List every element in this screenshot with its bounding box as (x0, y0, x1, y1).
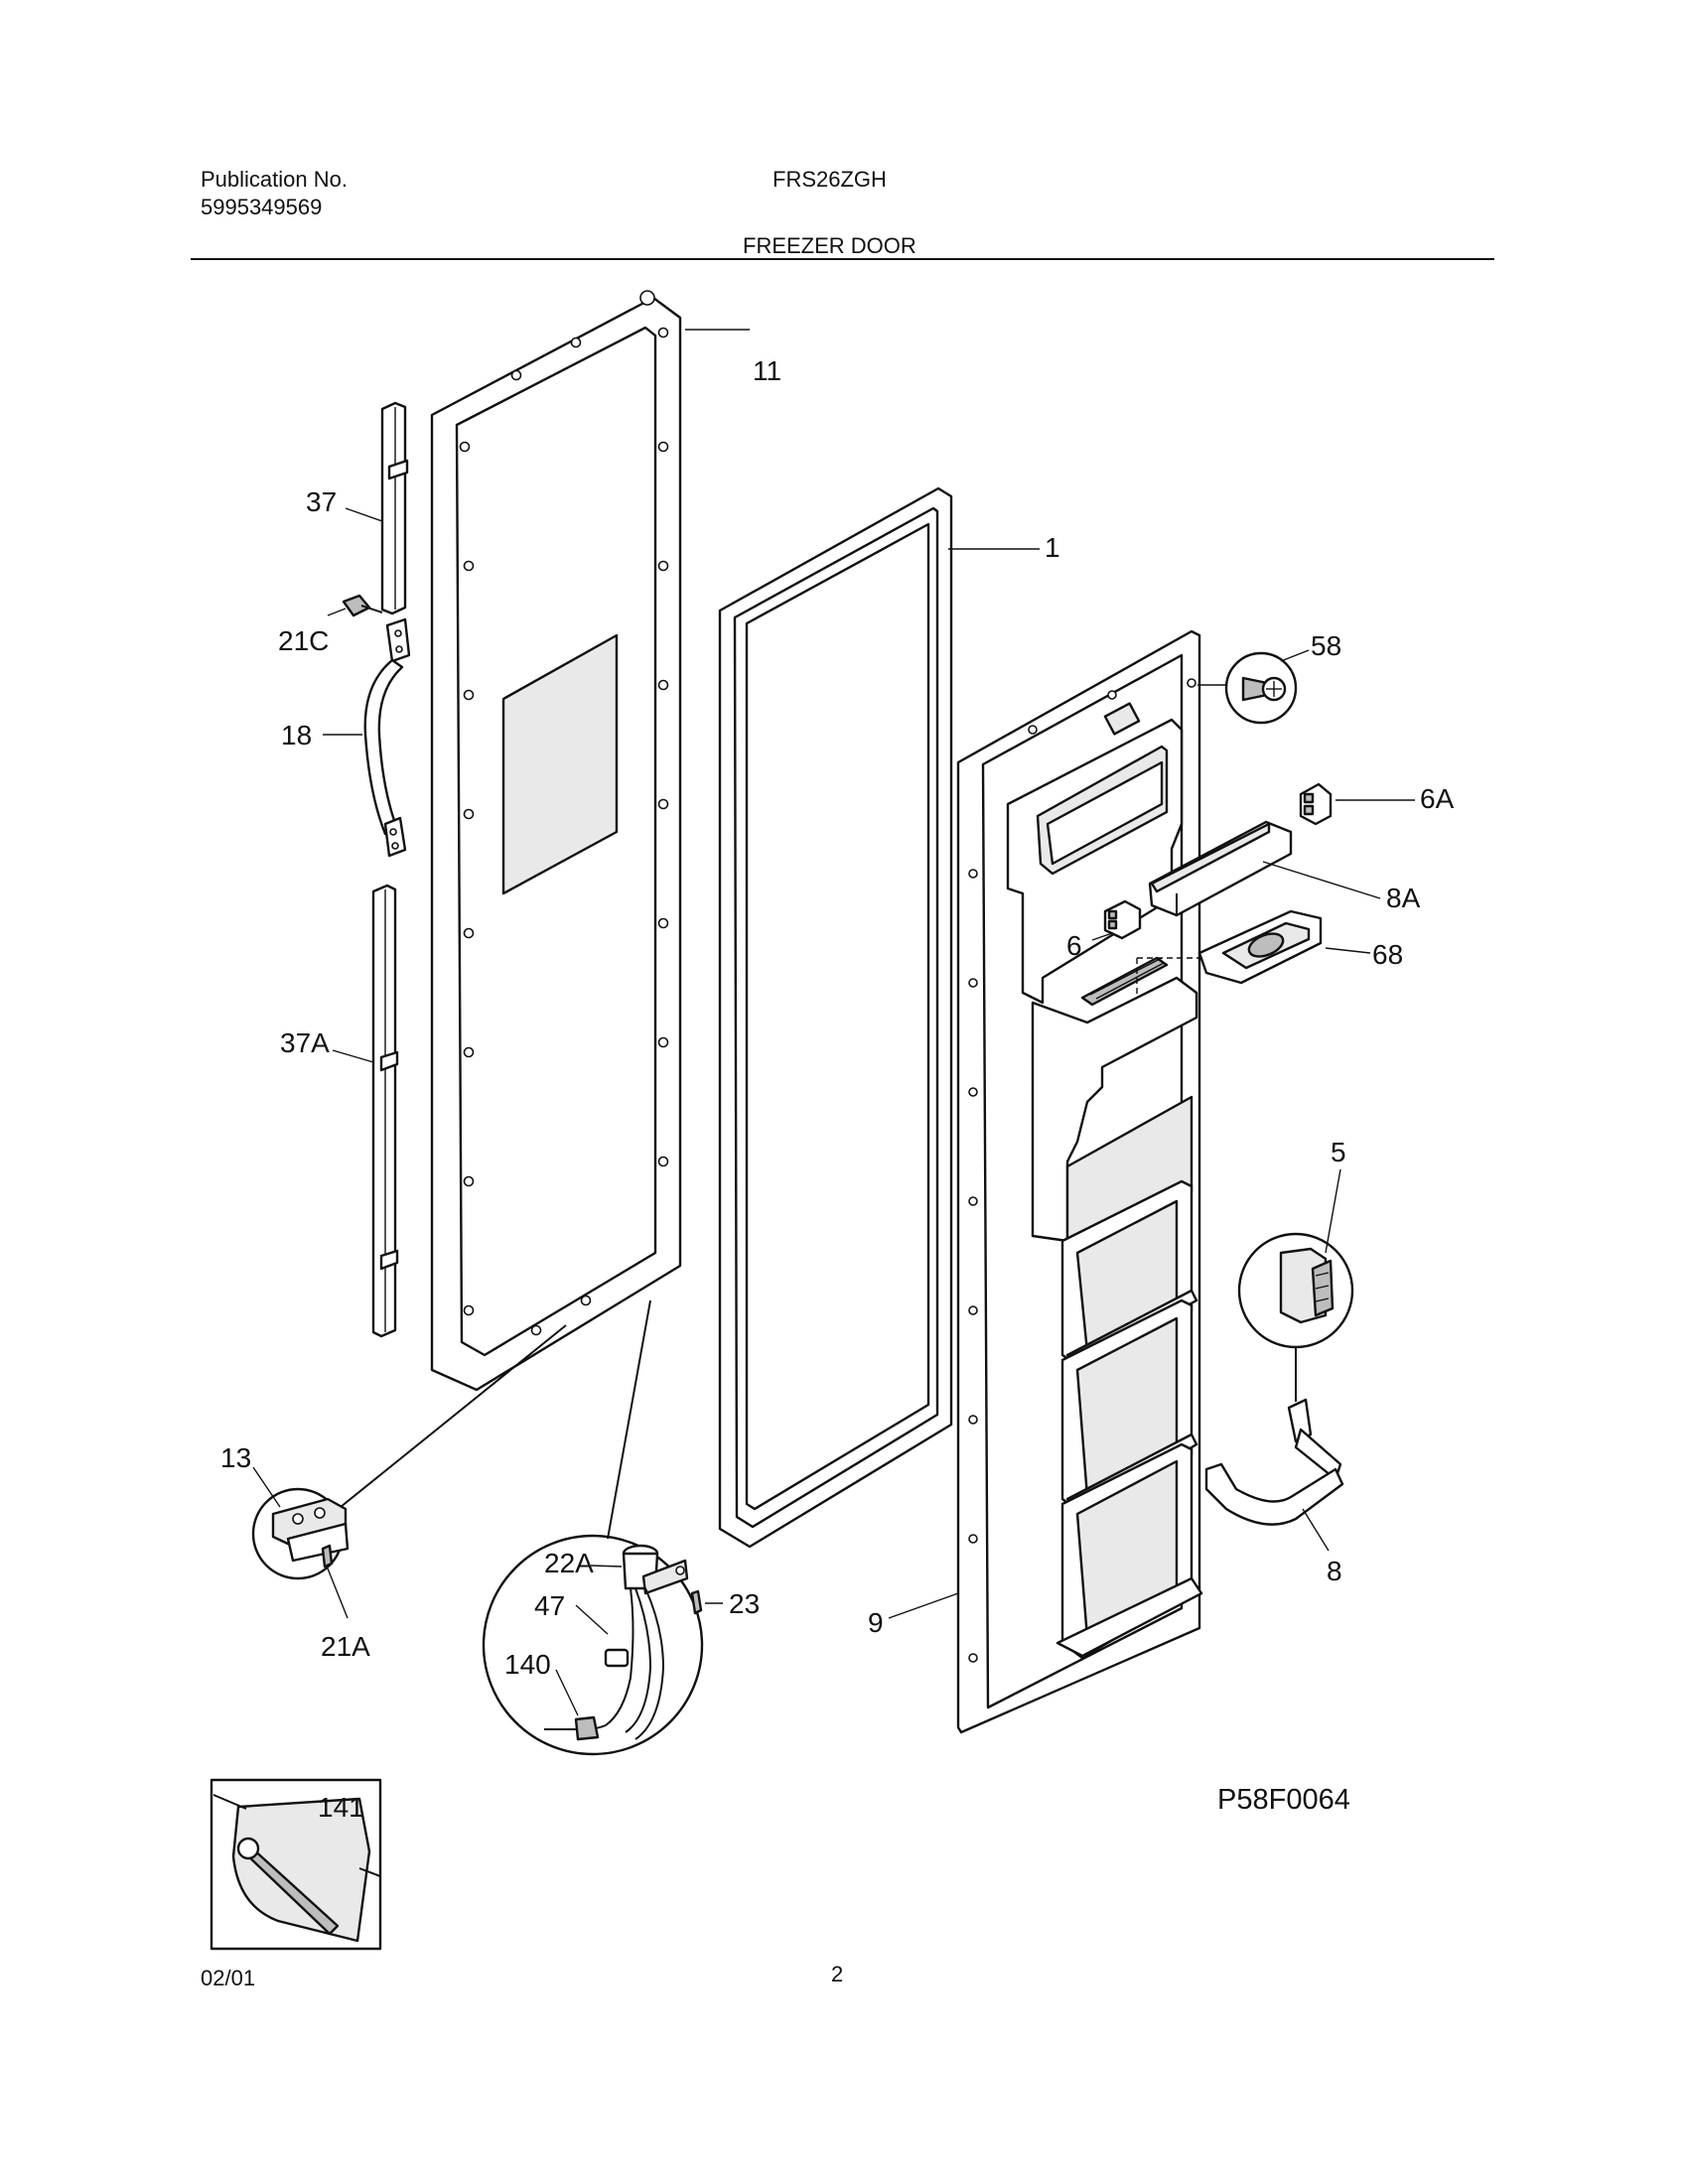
bracket-part-8 (1204, 1398, 1344, 1552)
door-gasket-part-1 (718, 486, 1040, 1549)
light-socket-detail-part-22A (482, 1299, 723, 1756)
callout-37: 37 (306, 486, 337, 517)
header-rule (191, 258, 1494, 260)
door-frame-part-11 (430, 290, 750, 1392)
footer-date: 02/01 (201, 1966, 256, 1990)
callout-22A: 22A (544, 1548, 594, 1578)
diagram-code: P58F0064 (1217, 1784, 1350, 1816)
channel-bar-part-8A (1148, 820, 1381, 917)
callout-1: 1 (1045, 532, 1060, 563)
callout-58: 58 (1311, 630, 1341, 661)
callout-13: 13 (220, 1442, 251, 1473)
callout-21A: 21A (321, 1631, 370, 1662)
screw-detail-part-58 (1197, 649, 1310, 725)
bracket-part-6 (1091, 899, 1142, 941)
callout-23: 23 (729, 1588, 760, 1619)
callout-6: 6 (1066, 930, 1082, 961)
screw-part-21C (327, 594, 383, 617)
callout-8A: 8A (1386, 883, 1421, 913)
publication-label: Publication No. (201, 167, 348, 192)
page-number: 2 (831, 1962, 844, 1986)
inner-door-panel-part-9 (888, 629, 1203, 1734)
trim-strip-part-37 (345, 401, 409, 615)
callout-47: 47 (534, 1590, 565, 1621)
callout-9: 9 (868, 1607, 884, 1638)
callout-37A: 37A (280, 1027, 330, 1058)
callout-141: 141 (318, 1792, 364, 1823)
callout-8: 8 (1327, 1556, 1342, 1586)
hinge-detail-part-13 (251, 1324, 567, 1619)
tool-inset-part-141 (210, 1778, 382, 1951)
clip-part-6A (1299, 782, 1415, 826)
model-number: FRS26ZGH (773, 167, 887, 192)
callout-21C: 21C (278, 625, 329, 656)
trim-strip-part-37A (332, 884, 399, 1338)
publication-number: 5995349569 (201, 195, 323, 219)
section-title: FREEZER DOOR (743, 233, 916, 258)
callout-6A: 6A (1420, 783, 1455, 814)
callout-5: 5 (1331, 1137, 1346, 1167)
handle-part-18 (323, 617, 411, 858)
callout-140: 140 (504, 1649, 551, 1680)
callout-11: 11 (753, 355, 781, 386)
switch-detail-part-5 (1237, 1168, 1354, 1402)
dispenser-pad-part-68 (1136, 909, 1371, 998)
callout-68: 68 (1372, 939, 1403, 970)
callout-18: 18 (281, 720, 312, 751)
